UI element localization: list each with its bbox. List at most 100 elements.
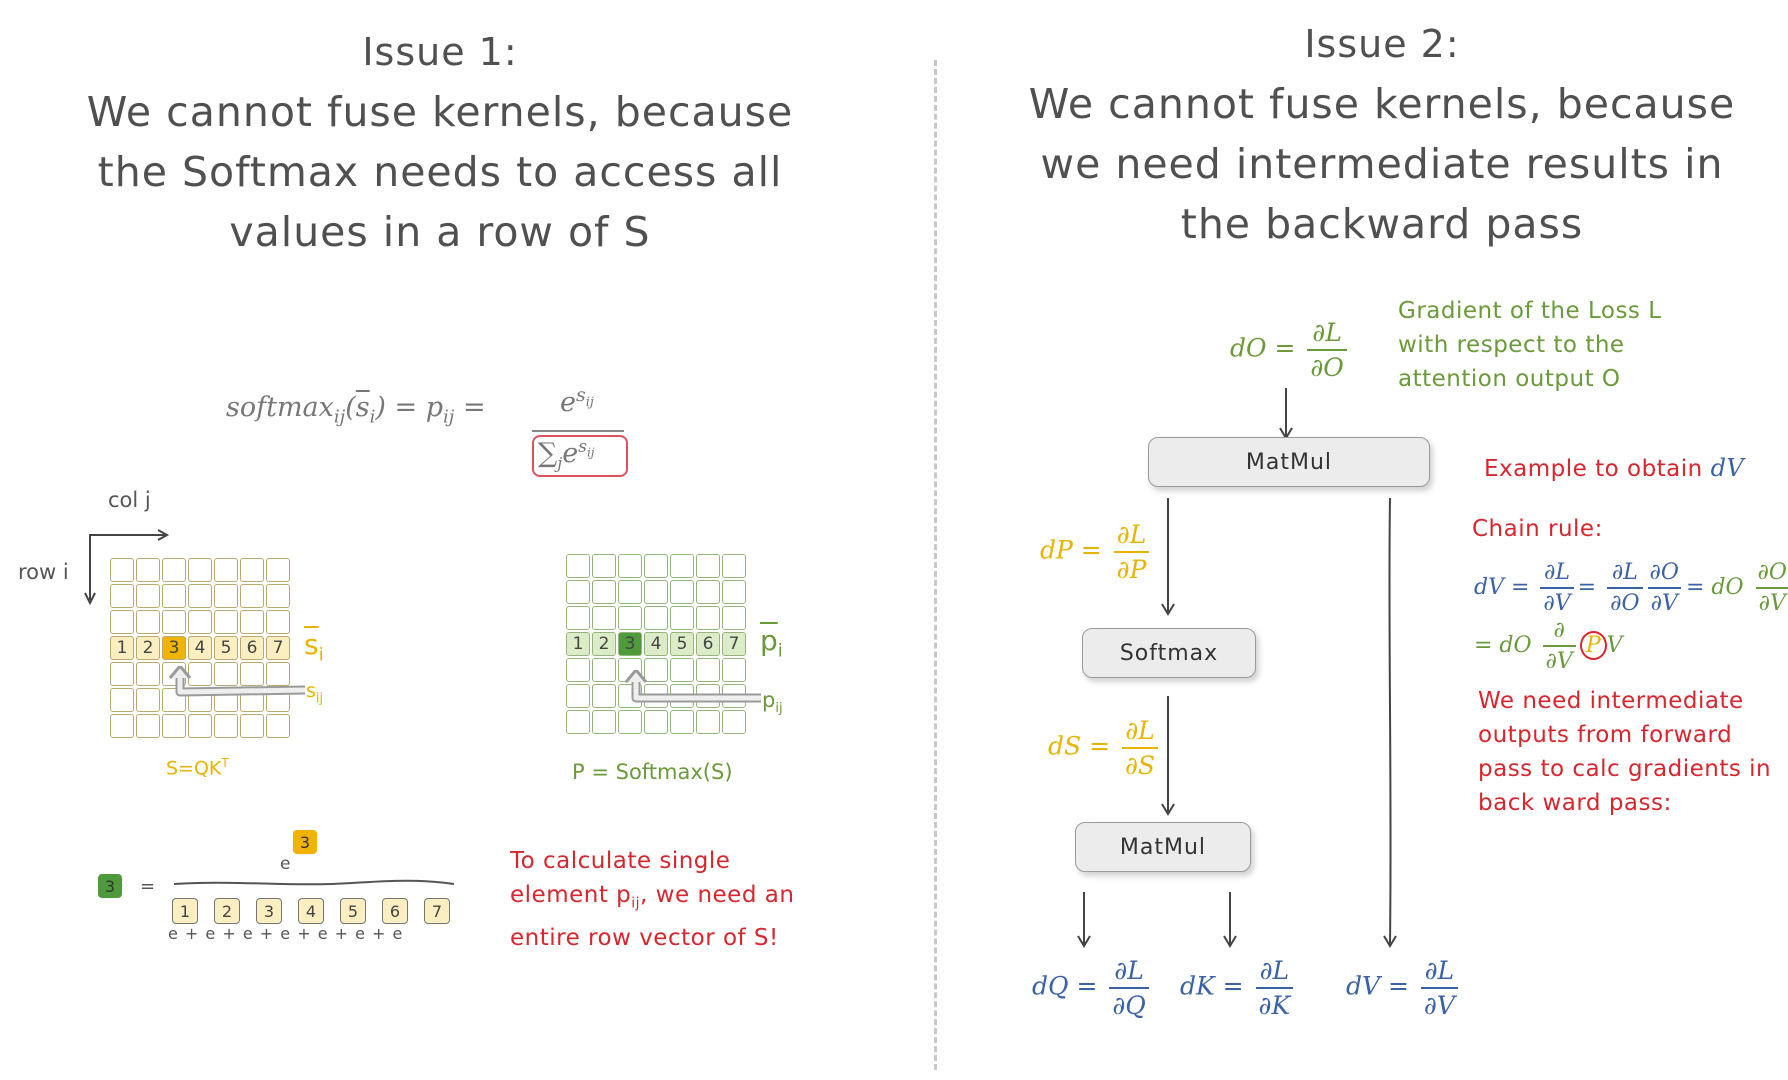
matrix-cell [618, 580, 642, 604]
matrix-cell [644, 554, 668, 578]
matrix-cell [188, 558, 212, 582]
matrix-cell [618, 554, 642, 578]
s-element-arrow [168, 666, 306, 697]
matrix-cell [214, 584, 238, 608]
chain-rule-label: Chain rule: [1472, 516, 1603, 542]
matrix-cell [670, 710, 694, 734]
softmax-formula: softmaxij(si) = pij = [226, 392, 486, 428]
matrix-cell [162, 558, 186, 582]
right-title-line-2: we need intermediate results in [1040, 140, 1724, 188]
matrix-cell [592, 606, 616, 630]
row-cell: 1 [110, 636, 134, 660]
matrix-cell [136, 662, 160, 686]
row-cell: 4 [644, 632, 668, 656]
row-cell: 6 [240, 636, 264, 660]
matrix-cell [566, 710, 590, 734]
matrix-cell [110, 714, 134, 738]
denominator-box: 2 [214, 898, 240, 924]
matrix-cell [110, 662, 134, 686]
loss-gradient-note: Gradient of the Loss L with respect to t… [1398, 298, 1662, 392]
denominator-box: 6 [382, 898, 408, 924]
matrix-cell [136, 584, 160, 608]
matrix-cell [566, 606, 590, 630]
s-vector-label: si [304, 628, 324, 666]
matrix-cell [592, 658, 616, 682]
right-title-line-1: We cannot fuse kernels, because [1028, 80, 1736, 128]
matrix-cell [136, 714, 160, 738]
left-issue-label: Issue 1: [362, 30, 518, 74]
eq-top-e: e [280, 854, 291, 874]
eq-lhs-box: 3 [98, 874, 122, 898]
eq-denominator-sum: e + e + e + e + e + e + e [168, 924, 404, 943]
p-element-arrow [624, 670, 761, 703]
matrix-cell [188, 610, 212, 634]
dv-equation: dV = ∂L∂V [1346, 956, 1462, 1020]
chain-rule-equation: dV = ∂L∂V= ∂L∂O∂O∂V= dO ∂O∂V [1474, 560, 1788, 616]
row-cell: 7 [266, 636, 290, 660]
matrix-cell [722, 554, 746, 578]
matrix-cell [592, 684, 616, 708]
col-label: col j [108, 488, 151, 512]
denominator-box: 4 [298, 898, 324, 924]
matrix-cell [644, 606, 668, 630]
matrix-cell [592, 580, 616, 604]
row-cell: 5 [670, 632, 694, 656]
selected-cell: 3 [618, 632, 642, 656]
matrix-cell [136, 558, 160, 582]
matrix-cell [110, 610, 134, 634]
left-red-note: To calculate single element pij, we need… [510, 848, 795, 951]
matrix-cell [110, 584, 134, 608]
matrix-cell [162, 584, 186, 608]
p-element-label: pij [762, 688, 783, 717]
matrix-cell [592, 554, 616, 578]
matrix-cell [722, 580, 746, 604]
left-title-line-1: We cannot fuse kernels, because [86, 88, 794, 136]
matrix-cell [722, 606, 746, 630]
do-equation: dO = ∂L∂O [1230, 318, 1351, 382]
right-title-line-3: the backward pass [1180, 200, 1584, 248]
denominator-box: 1 [172, 898, 198, 924]
dk-equation: dK = ∂L∂K [1180, 956, 1297, 1020]
matrix-cell [214, 662, 238, 686]
col-row-arrows [84, 529, 170, 606]
matrix-cell [644, 580, 668, 604]
matrix-cell [566, 554, 590, 578]
intermediate-outputs-note: We need intermediate outputs from forwar… [1478, 688, 1772, 816]
matrix-cell [644, 658, 668, 682]
s-caption: S=QKT [166, 756, 229, 780]
matrix-cell [696, 554, 720, 578]
row-cell: 1 [566, 632, 590, 656]
s-element-label: sij [306, 680, 324, 706]
matrix-cell [240, 558, 264, 582]
left-title: Issue 1: We cannot fuse kernels, because… [40, 22, 840, 262]
matrix-cell [696, 658, 720, 682]
matrix-cell [670, 554, 694, 578]
matrix-cell [592, 710, 616, 734]
row-label: row i [18, 560, 69, 584]
example-label: Example to obtain dV [1484, 454, 1745, 482]
denominator-box: 7 [424, 898, 450, 924]
eq-top-exponent-box: 3 [293, 830, 317, 854]
matrix-cell [214, 558, 238, 582]
row-cell: 6 [696, 632, 720, 656]
row-cell: 4 [188, 636, 212, 660]
matrix-cell [722, 658, 746, 682]
left-title-line-3: values in a row of S [229, 208, 651, 256]
matrix-cell [696, 710, 720, 734]
ds-equation: dS = ∂L∂S [1048, 716, 1162, 780]
matrix-cell [618, 606, 642, 630]
matrix-cell [240, 584, 264, 608]
matrix-cell [670, 658, 694, 682]
row-cell: 2 [592, 632, 616, 656]
dq-equation: dQ = ∂L∂Q [1032, 956, 1153, 1020]
softmax-box: Softmax [1082, 628, 1256, 678]
matrix-cell [136, 610, 160, 634]
row-cell: 2 [136, 636, 160, 660]
matrix-cell [162, 610, 186, 634]
matrix-cell [566, 684, 590, 708]
matrix-cell [670, 580, 694, 604]
matrix-cell [162, 714, 186, 738]
matrix-cell [618, 710, 642, 734]
